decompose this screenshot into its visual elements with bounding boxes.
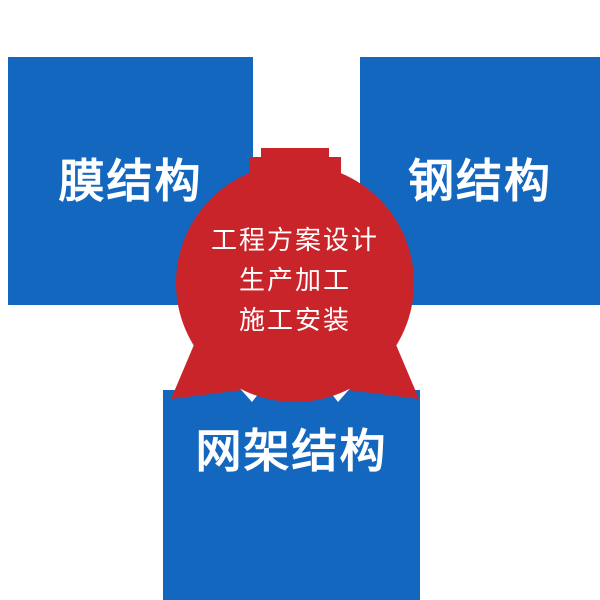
steel-structure-label: 钢结构 bbox=[408, 154, 552, 208]
space-frame-structure-box: 网架结构 bbox=[163, 390, 420, 600]
badge-line-installation: 施工安装 bbox=[238, 306, 351, 336]
badge-circle-shape bbox=[176, 164, 414, 402]
membrane-structure-box: 膜结构 bbox=[8, 57, 253, 305]
badge-right-spike-shape bbox=[348, 340, 419, 399]
badge-line-production: 生产加工 bbox=[238, 266, 351, 296]
badge-left-spike-shape bbox=[171, 340, 242, 399]
badge-line-design: 工程方案设计 bbox=[210, 226, 379, 256]
membrane-structure-label: 膜结构 bbox=[58, 154, 203, 208]
center-badge-text: 工程方案设计 生产加工 施工安装 bbox=[170, 221, 420, 341]
space-frame-structure-label: 网架结构 bbox=[195, 424, 388, 478]
